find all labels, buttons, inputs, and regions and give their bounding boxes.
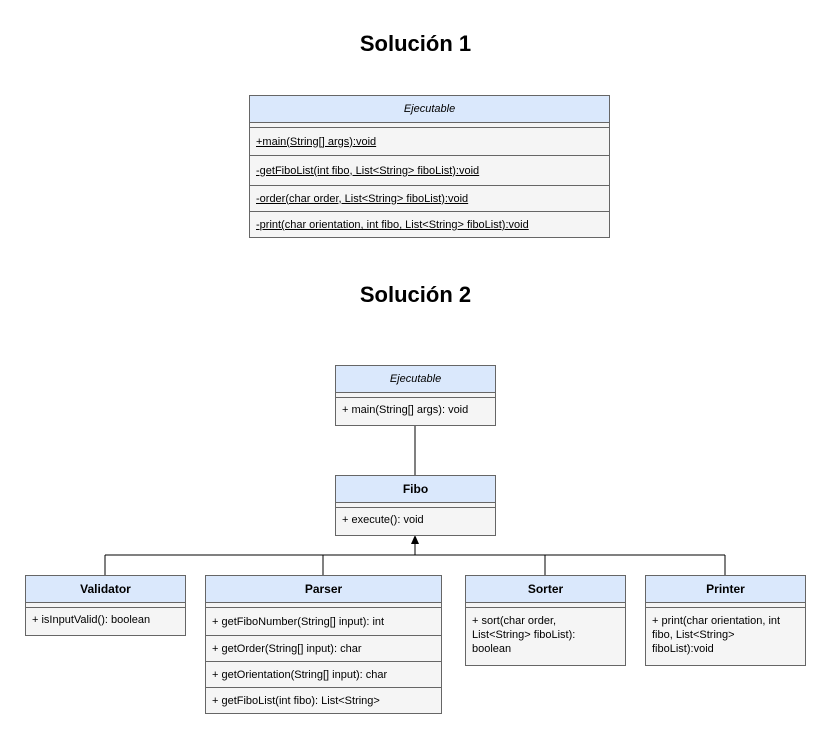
sol1-ejecutable-attributes (250, 123, 609, 128)
fibo-method-execute: + execute(): void (342, 514, 424, 526)
parser-method-getorientation: + getOrientation(String[] input): char (206, 661, 441, 687)
solution-2-title: Solución 2 (359, 282, 472, 307)
sorter-method-sort: + sort(char order, List<String> fiboList… (466, 608, 625, 662)
fibo-name: Fibo (336, 476, 495, 503)
parser-attributes (206, 603, 441, 608)
validator-name: Validator (26, 576, 185, 603)
sorter-attributes (466, 603, 625, 608)
parser-name: Parser (206, 576, 441, 603)
printer-attributes (646, 603, 805, 608)
sol1-method-main: +main(String[] args):void (256, 135, 377, 148)
printer-class[interactable]: Printer + print(char orientation, int fi… (645, 575, 806, 666)
sol1-method-order: -order(char order, List<String> fiboList… (250, 185, 609, 211)
solution-1-title: Solución 1 (359, 31, 472, 56)
printer-name: Printer (646, 576, 805, 603)
sol2-ejecutable-attributes (336, 393, 495, 398)
sorter-class[interactable]: Sorter + sort(char order, List<String> f… (465, 575, 626, 666)
sol1-method-getfibolist: -getFiboList(int fibo, List<String> fibo… (250, 155, 609, 185)
sorter-name: Sorter (466, 576, 625, 603)
fibo-class[interactable]: Fibo + execute(): void (335, 475, 496, 536)
sol2-ejecutable-name: Ejecutable (336, 366, 495, 393)
parser-class[interactable]: Parser + getFiboNumber(String[] input): … (205, 575, 442, 714)
parser-method-getorder: + getOrder(String[] input): char (206, 635, 441, 661)
sorter-method-line-3: boolean (472, 643, 512, 655)
parser-method-getfibolist: + getFiboList(int fibo): List<String> (206, 687, 441, 713)
sol2-method-main: + main(String[] args): void (342, 404, 469, 416)
validator-method-isinputvalid: + isInputValid(): boolean (32, 614, 151, 626)
inheritance-arrowhead (411, 535, 419, 544)
sol2-ejecutable-class[interactable]: Ejecutable + main(String[] args): void (335, 365, 496, 426)
printer-method-print: + print(char orientation, int fibo, List… (646, 608, 805, 662)
sol1-method-print: -print(char orientation, int fibo, List<… (250, 211, 609, 238)
sorter-method-line-2: List<String> fiboList): (472, 629, 576, 641)
sol1-ejecutable-class[interactable]: Ejecutable +main(String[] args):void -ge… (249, 95, 610, 238)
fibo-attributes (336, 503, 495, 508)
sorter-method-line-1: + sort(char order, (472, 615, 557, 627)
printer-method-line-3: fiboList):void (652, 643, 714, 655)
parser-method-getfibonumber: + getFiboNumber(String[] input): int (212, 615, 385, 628)
validator-class[interactable]: Validator + isInputValid(): boolean (25, 575, 186, 636)
printer-method-line-1: + print(char orientation, int (652, 615, 781, 627)
sol1-ejecutable-name: Ejecutable (250, 96, 609, 123)
printer-method-line-2: fibo, List<String> (652, 629, 735, 641)
validator-attributes (26, 603, 185, 608)
